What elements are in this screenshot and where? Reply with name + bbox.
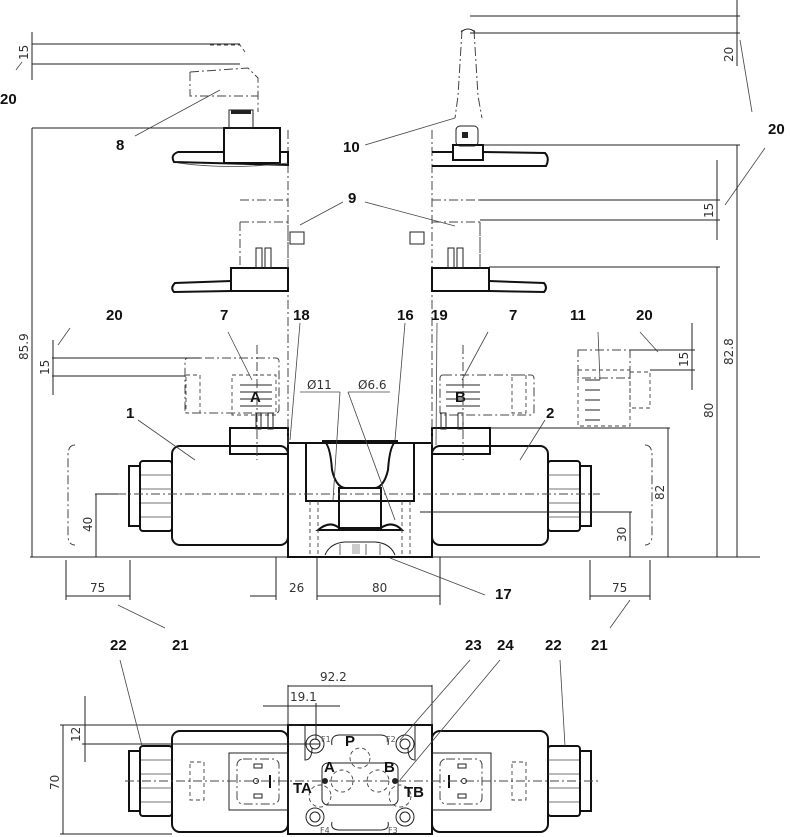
dim-15-right-small: 15 [677, 352, 691, 367]
hex-nut-icon [547, 460, 592, 532]
callout-22-right: 22 [545, 637, 562, 654]
dim-40: 40 [81, 517, 95, 532]
callout-20-left-mid: 20 [106, 307, 123, 324]
plug-connector-icon [409, 199, 547, 294]
dim-82-8: 82.8 [722, 338, 736, 365]
dim-20-top-right: 20 [722, 47, 736, 62]
callout-20-right-mid: 20 [636, 307, 653, 324]
callout-11: 11 [570, 307, 586, 324]
callout-19: 19 [431, 307, 448, 324]
hex-nut-icon [128, 460, 173, 532]
port-f4: F4 [320, 826, 330, 835]
dim-75-right: 75 [612, 581, 627, 595]
callout-1: 1 [126, 405, 134, 422]
port-tb: TB [404, 784, 424, 801]
callouts: 1 2 7 7 8 9 10 11 16 17 18 19 20 20 20 2… [0, 91, 785, 654]
callout-7-right: 7 [509, 307, 517, 324]
left-solenoid: A [128, 357, 289, 546]
mounting-face [304, 725, 416, 831]
top-view: P A B TA TB F1 F2 F3 F4 92.2 19.1 12 7 [48, 659, 600, 835]
callout-9: 9 [348, 190, 356, 207]
right-solenoid: B [431, 374, 592, 546]
dim-12: 12 [69, 727, 83, 742]
callout-22-left: 22 [110, 637, 127, 654]
dim-dia-6-6: Ø6.6 [358, 378, 387, 392]
dim-15-top-left: 15 [17, 45, 31, 60]
callout-24: 24 [497, 637, 514, 654]
screw-hole-icon [395, 734, 415, 754]
port-b: B [384, 759, 395, 776]
led-connector-icon [577, 349, 651, 427]
screw-hole-icon [395, 807, 415, 827]
port-a: A [324, 759, 335, 776]
callout-2: 2 [546, 405, 554, 422]
dim-dia-11: Ø11 [307, 378, 332, 392]
leader-lines [15, 39, 766, 629]
dimension-lines [31, 0, 740, 605]
dim-75-left: 75 [90, 581, 105, 595]
callout-7-left: 7 [220, 307, 228, 324]
callout-20-top-left: 20 [0, 91, 17, 108]
callout-17: 17 [495, 586, 512, 603]
callout-18: 18 [293, 307, 310, 324]
dim-30: 30 [615, 527, 629, 542]
dim-15-right-mid: 15 [702, 203, 716, 218]
callout-10: 10 [343, 139, 360, 156]
port-f1: F1 [321, 735, 331, 744]
callout-8: 8 [116, 137, 124, 154]
callout-21-left: 21 [172, 637, 189, 654]
coil-label-b: B [455, 389, 466, 406]
valve-housing [287, 440, 433, 558]
callout-20-top-right: 20 [768, 121, 785, 138]
coil-label-a: A [250, 389, 261, 406]
dim-15-left-mid: 15 [38, 360, 52, 375]
dim-80-vert: 80 [702, 403, 716, 418]
plug-connector-icon [171, 44, 289, 167]
dimension-lines-top [60, 659, 566, 835]
dim-19-1: 19.1 [290, 690, 317, 704]
plug-connector-icon [171, 199, 305, 294]
callout-23: 23 [465, 637, 482, 654]
plug-connector-icon [432, 28, 549, 167]
screw-hole-icon [305, 807, 325, 827]
port-ta: TA [293, 780, 312, 797]
dim-80-horiz: 80 [372, 581, 387, 595]
dim-92-2: 92.2 [320, 670, 347, 684]
port-p: P [345, 733, 355, 750]
port-f3: F3 [388, 826, 398, 835]
port-f2: F2 [386, 735, 396, 744]
dim-70: 70 [48, 775, 62, 790]
side-view: A B [15, 0, 766, 629]
callout-16: 16 [397, 307, 414, 324]
callout-21-right: 21 [591, 637, 608, 654]
dim-85-9: 85.9 [17, 333, 31, 360]
dim-82: 82 [653, 485, 667, 500]
dim-26: 26 [289, 581, 304, 595]
